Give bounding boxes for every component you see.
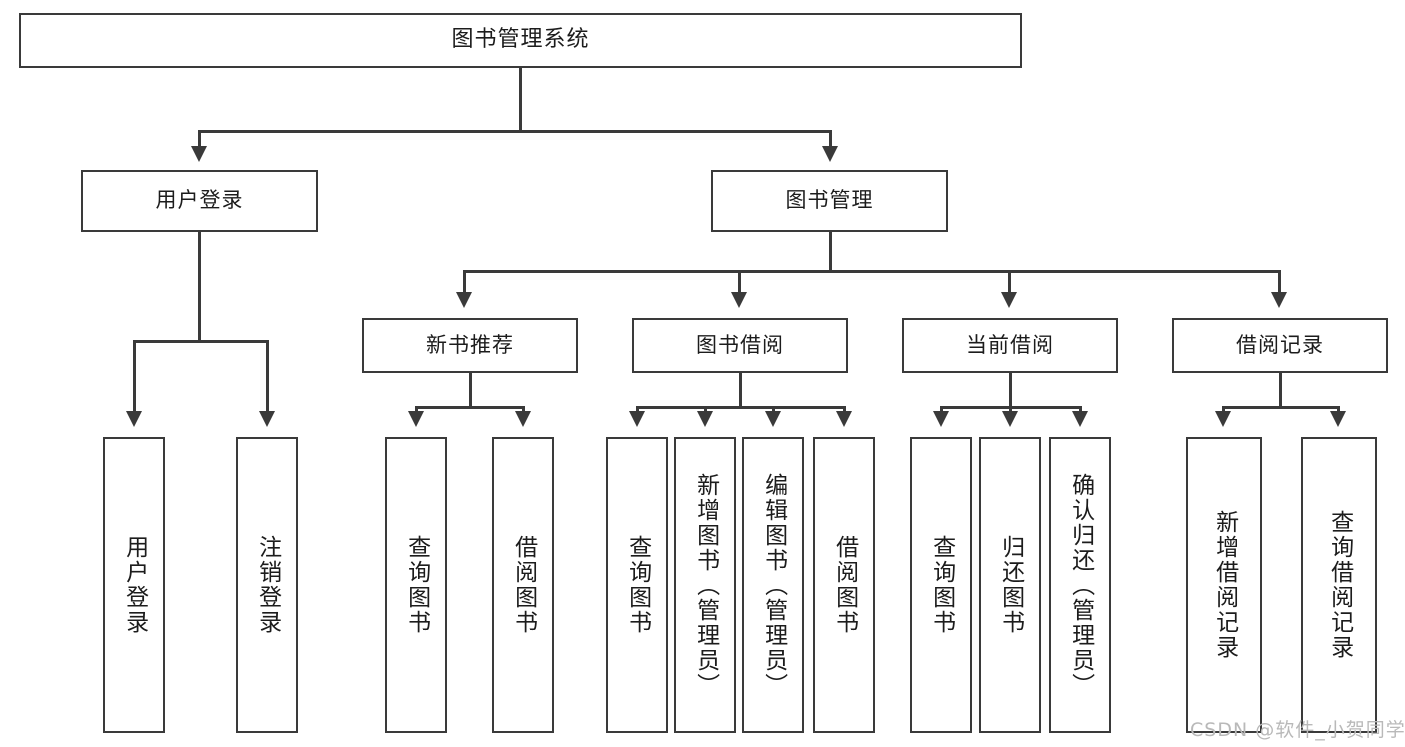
arrowhead-book-borrow-3 [836,411,852,427]
node-label: 查询图书 [928,535,955,635]
connector-book-manage-stem [829,232,832,270]
node-label: 当前借阅 [966,332,1054,357]
connector-current-borrow-leaf-2 [1079,406,1082,413]
arrowhead-leaf-user-login-0 [126,411,142,427]
arrowhead-level3-0 [456,292,472,308]
connector-new-book-stem [469,373,472,406]
leaf-borrow-record-0[interactable]: 新增借阅记录 [1186,437,1262,733]
node-root-system[interactable]: 图书管理系统 [19,13,1022,68]
arrowhead-leaf-user-login-1 [259,411,275,427]
arrowhead-user-login [191,146,207,162]
leaf-current-borrow-1[interactable]: 归还图书 [979,437,1041,733]
connector-user-login-bus [133,340,269,343]
node-label: 借阅记录 [1236,332,1324,357]
node-label: 用户登录 [155,188,244,213]
node-label: 图书管理系统 [451,27,590,53]
arrowhead-new-book-0 [408,411,424,427]
connector-level3-1 [738,270,741,294]
leaf-book-borrow-2[interactable]: 编辑图书（管理员） [742,437,804,733]
connector-to-user-login [198,130,201,148]
arrowhead-borrow-record-1 [1330,411,1346,427]
leaf-new-book-1[interactable]: 借阅图书 [492,437,554,733]
arrowhead-level3-2 [1001,292,1017,308]
connector-borrow-record-leaf-0 [1222,406,1225,413]
arrowhead-level3-3 [1271,292,1287,308]
connector-borrow-record-leaf-1 [1337,406,1340,413]
connector-new-book-bus [415,406,525,409]
connector-borrow-record-bus [1222,406,1340,409]
leaf-current-borrow-2[interactable]: 确认归还（管理员） [1049,437,1111,733]
node-label: 查询图书 [403,535,430,635]
node-new-book-recommend[interactable]: 新书推荐 [362,318,578,373]
node-label: 借阅图书 [510,535,537,635]
leaf-user-login-0[interactable]: 用户登录 [103,437,165,733]
node-label: 查询借阅记录 [1326,510,1353,660]
connector-current-borrow-stem [1009,373,1012,406]
connector-book-borrow-leaf-0 [636,406,639,413]
leaf-book-borrow-3[interactable]: 借阅图书 [813,437,875,733]
connector-book-borrow-leaf-2 [772,406,775,413]
arrowhead-book-borrow-2 [765,411,781,427]
node-label: 图书管理 [785,188,874,213]
connector-current-borrow-leaf-0 [940,406,943,413]
arrowhead-current-borrow-2 [1072,411,1088,427]
connector-book-borrow-leaf-3 [843,406,846,413]
leaf-current-borrow-0[interactable]: 查询图书 [910,437,972,733]
connector-level3-bus [463,270,1281,273]
leaf-borrow-record-1[interactable]: 查询借阅记录 [1301,437,1377,733]
node-label: 注销登录 [254,535,281,635]
connector-user-login-leaf-1 [266,340,269,413]
connector-book-borrow-bus [636,406,846,409]
node-label: 归还图书 [997,535,1024,635]
connector-root-stem [519,68,522,130]
node-book-manage[interactable]: 图书管理 [711,170,948,232]
connector-level3-0 [463,270,466,294]
node-borrow-record[interactable]: 借阅记录 [1172,318,1388,373]
leaf-book-borrow-1[interactable]: 新增图书（管理员） [674,437,736,733]
leaf-new-book-0[interactable]: 查询图书 [385,437,447,733]
node-current-borrow[interactable]: 当前借阅 [902,318,1118,373]
node-label: 新书推荐 [426,332,514,357]
arrowhead-book-borrow-0 [629,411,645,427]
arrowhead-current-borrow-0 [933,411,949,427]
node-label: 新增图书（管理员） [692,472,719,698]
connector-level3-2 [1008,270,1011,294]
connector-current-borrow-leaf-1 [1009,406,1012,413]
node-user-login[interactable]: 用户登录 [81,170,318,232]
arrowhead-borrow-record-0 [1215,411,1231,427]
connector-root-bus [198,130,832,133]
arrowhead-level3-1 [731,292,747,308]
connector-book-borrow-leaf-1 [704,406,707,413]
arrowhead-book-borrow-1 [697,411,713,427]
node-label: 图书借阅 [696,332,784,357]
connector-new-book-leaf-0 [415,406,418,413]
node-label: 确认归还（管理员） [1067,472,1094,698]
connector-level3-3 [1278,270,1281,294]
node-label: 借阅图书 [831,535,858,635]
connector-borrow-record-stem [1279,373,1282,406]
node-label: 查询图书 [624,535,651,635]
connector-book-borrow-stem [739,373,742,406]
node-label: 新增借阅记录 [1211,510,1238,660]
connector-user-login-stem [198,232,201,340]
arrowhead-current-borrow-1 [1002,411,1018,427]
connector-new-book-leaf-1 [522,406,525,413]
leaf-user-login-1[interactable]: 注销登录 [236,437,298,733]
arrowhead-new-book-1 [515,411,531,427]
leaf-book-borrow-0[interactable]: 查询图书 [606,437,668,733]
node-book-borrow[interactable]: 图书借阅 [632,318,848,373]
connector-to-book-manage [829,130,832,148]
connector-user-login-leaf-0 [133,340,136,413]
node-label: 用户登录 [121,535,148,635]
arrowhead-book-manage [822,146,838,162]
node-label: 编辑图书（管理员） [760,472,787,698]
